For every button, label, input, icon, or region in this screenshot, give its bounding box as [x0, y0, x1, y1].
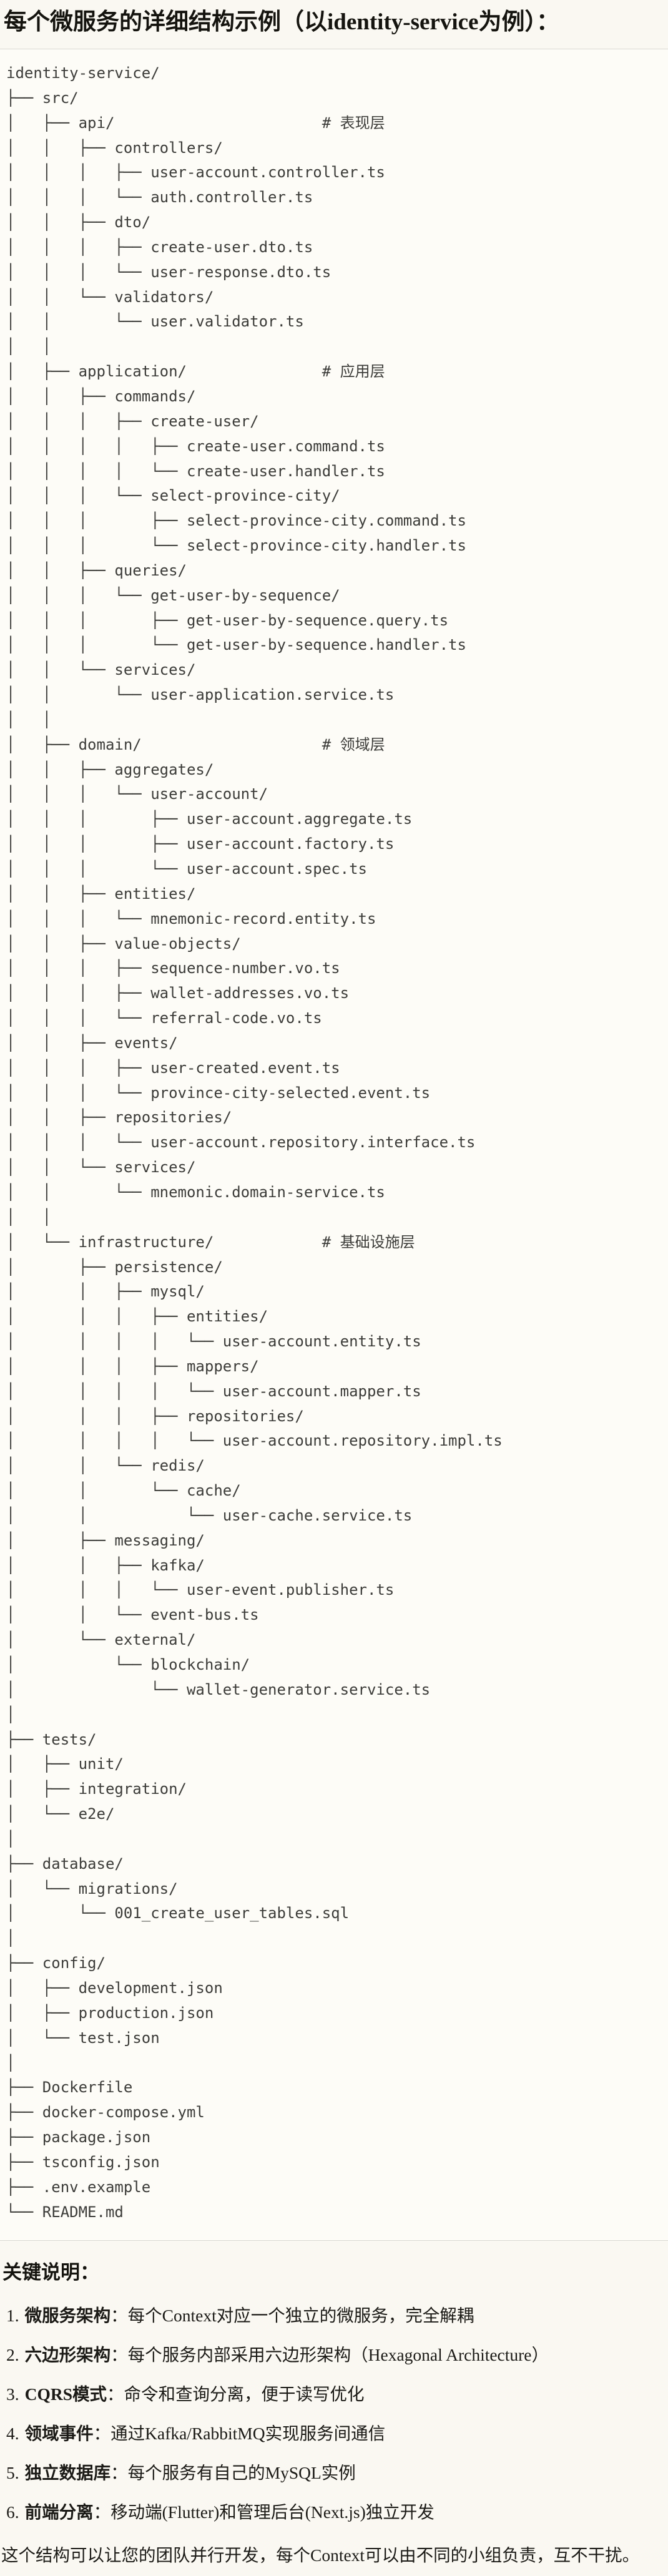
note-label: 前端分离 [24, 2502, 94, 2522]
note-label: CQRS模式 [24, 2384, 107, 2404]
note-label: 微服务架构 [24, 2306, 111, 2326]
note-text: ：通过Kafka/RabbitMQ实现服务间通信 [93, 2424, 386, 2444]
page-title: 每个微服务的详细结构示例（以identity-service为例）： [4, 9, 559, 35]
code-block: identity-service/ ├── src/ │ ├── api/ # … [0, 49, 668, 2241]
note-item: 5.独立数据库：每个服务有自己的MySQL实例 [6, 2462, 668, 2484]
note-label: 领域事件 [24, 2424, 94, 2444]
note-label: 六边形架构 [24, 2345, 111, 2365]
notes-list: 1.微服务架构：每个Context对应一个独立的微服务，完全解耦 2.六边形架构… [6, 2304, 668, 2523]
note-item: 6.前端分离：移动端(Flutter)和管理后台(Next.js)独立开发 [6, 2501, 668, 2523]
note-number: 2. [6, 2345, 19, 2365]
note-text: ：移动端(Flutter)和管理后台(Next.js)独立开发 [93, 2502, 435, 2522]
note-number: 1. [6, 2306, 19, 2326]
note-number: 4. [6, 2424, 19, 2444]
note-item: 2.六边形架构：每个服务内部采用六边形架构（Hexagonal Architec… [6, 2344, 668, 2366]
directory-tree: identity-service/ ├── src/ │ ├── api/ # … [6, 64, 503, 2221]
note-item: 4.领域事件：通过Kafka/RabbitMQ实现服务间通信 [6, 2422, 668, 2444]
footer-paragraph: 这个结构可以让您的团队并行开发，每个Context可以由不同的小组负责，互不干扰… [1, 2545, 640, 2565]
notes-title: 关键说明： [2, 2261, 99, 2284]
note-text: ：每个Context对应一个独立的微服务，完全解耦 [111, 2306, 474, 2326]
note-number: 5. [6, 2463, 19, 2483]
note-item: 1.微服务架构：每个Context对应一个独立的微服务，完全解耦 [6, 2304, 668, 2326]
note-number: 6. [6, 2502, 19, 2522]
note-number: 3. [6, 2384, 19, 2404]
note-label: 独立数据库 [24, 2463, 111, 2483]
note-text: ：每个服务内部采用六边形架构（Hexagonal Architecture） [111, 2345, 549, 2365]
note-text: ：每个服务有自己的MySQL实例 [111, 2463, 356, 2483]
note-item: 3.CQRS模式：命令和查询分离，便于读写优化 [6, 2383, 668, 2405]
note-text: ：命令和查询分离，便于读写优化 [107, 2384, 365, 2404]
